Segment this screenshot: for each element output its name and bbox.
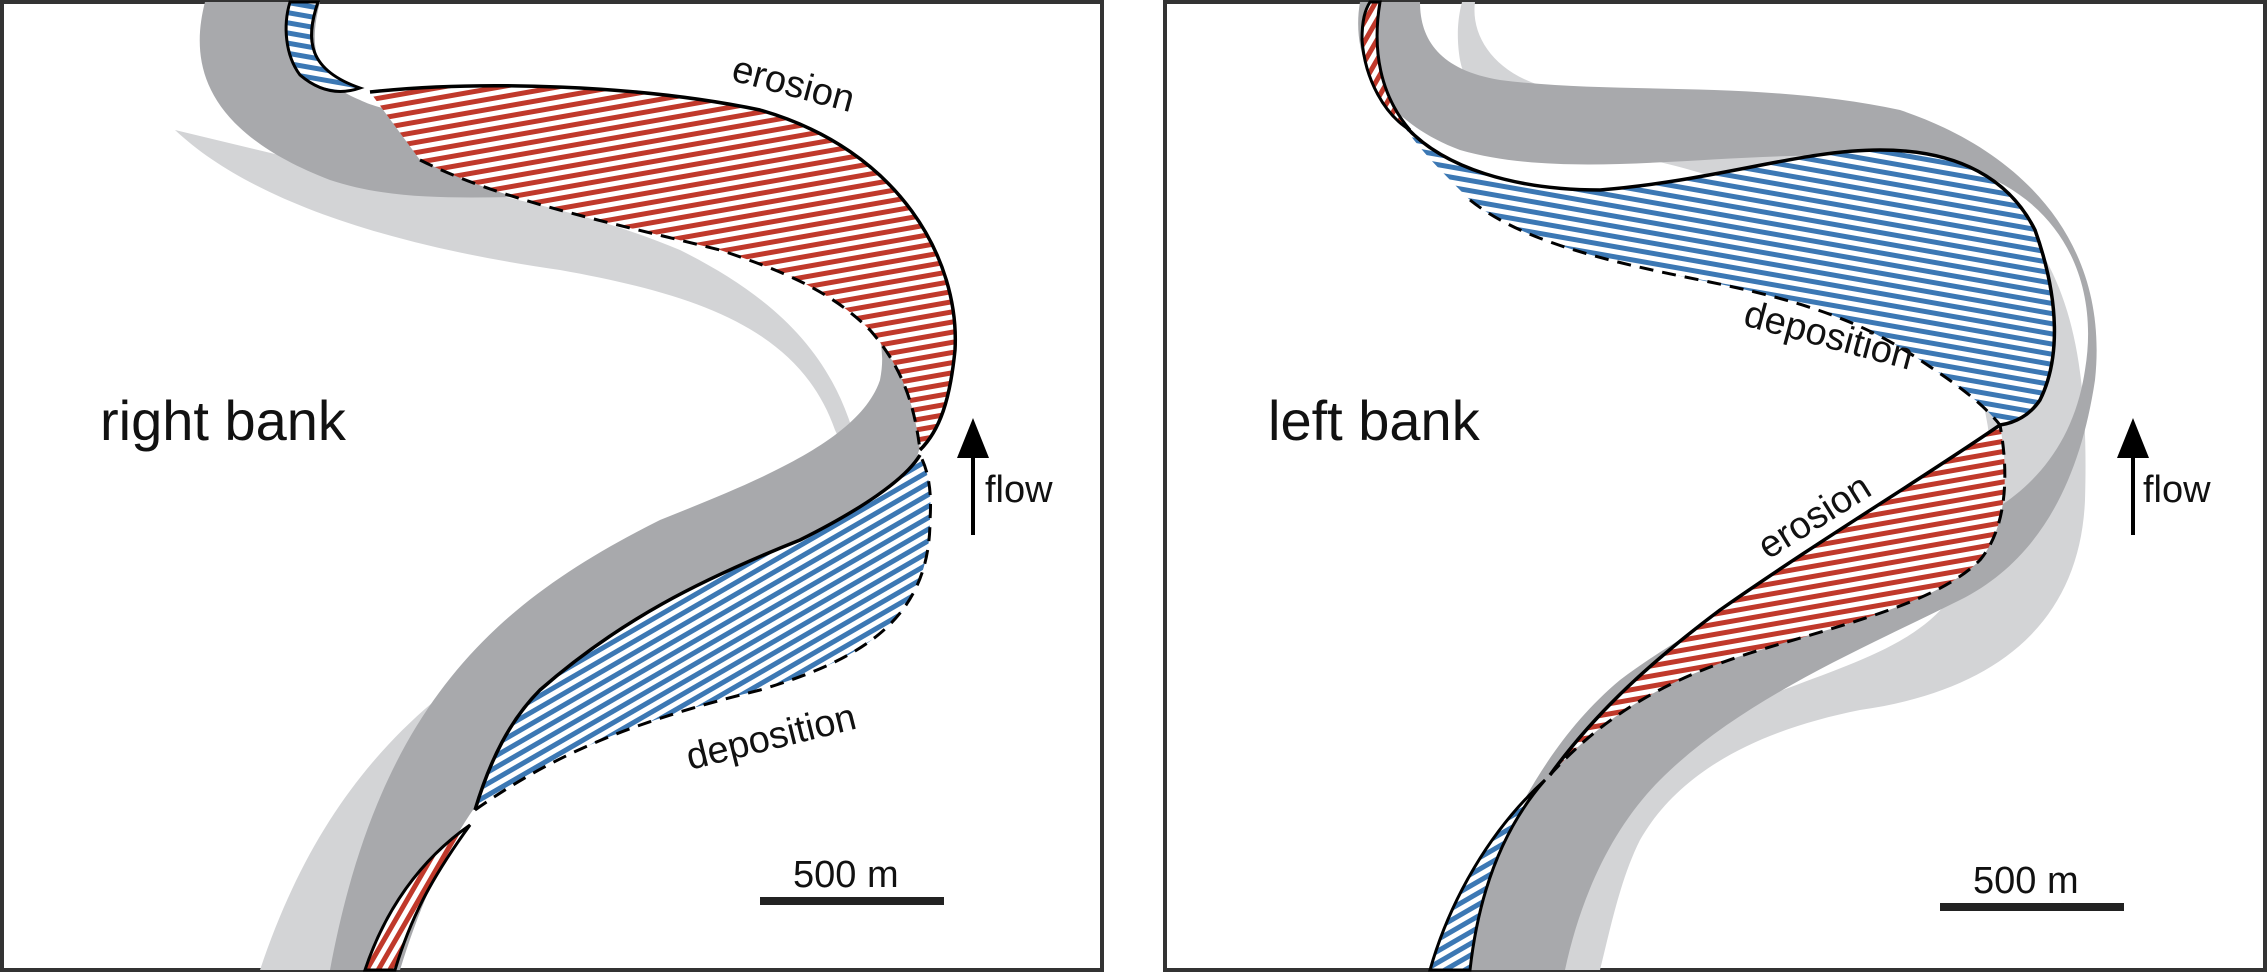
erosion-old-bank	[419, 158, 922, 451]
flow-label: flow	[985, 469, 1053, 511]
erosion-band-bottom	[362, 823, 472, 972]
erosion-new-bank	[369, 84, 958, 452]
erosion-band	[370, 85, 956, 451]
scale-bar	[760, 897, 944, 905]
bank-label: left bank	[1268, 389, 1481, 452]
flow-label: flow	[2143, 469, 2211, 511]
deposition-old-bank	[1469, 198, 2002, 426]
panel-left-bank: left bank deposition erosion flow 500 m	[1163, 0, 2267, 972]
deposition-old-bank	[474, 454, 932, 812]
panel-right-bank: right bank erosion deposition flow 500 m	[0, 0, 1104, 972]
bank-label: right bank	[100, 389, 347, 452]
deposition-band	[1400, 120, 2055, 425]
deposition-band	[475, 455, 931, 810]
erosion-old-bank	[1548, 424, 2007, 777]
current-channel	[1358, 2, 2097, 970]
scale-bar	[1940, 903, 2124, 911]
erosion-new-bank	[1548, 423, 2001, 777]
deposition-new-bank	[473, 454, 922, 811]
erosion-band-top	[1360, 0, 1412, 132]
scale-label: 500 m	[1973, 860, 2079, 902]
deposition-band-bottom	[1428, 778, 1547, 972]
deposition-new-bank	[1398, 118, 2057, 427]
scale-label: 500 m	[793, 854, 899, 896]
deposition-band-top	[284, 0, 365, 94]
